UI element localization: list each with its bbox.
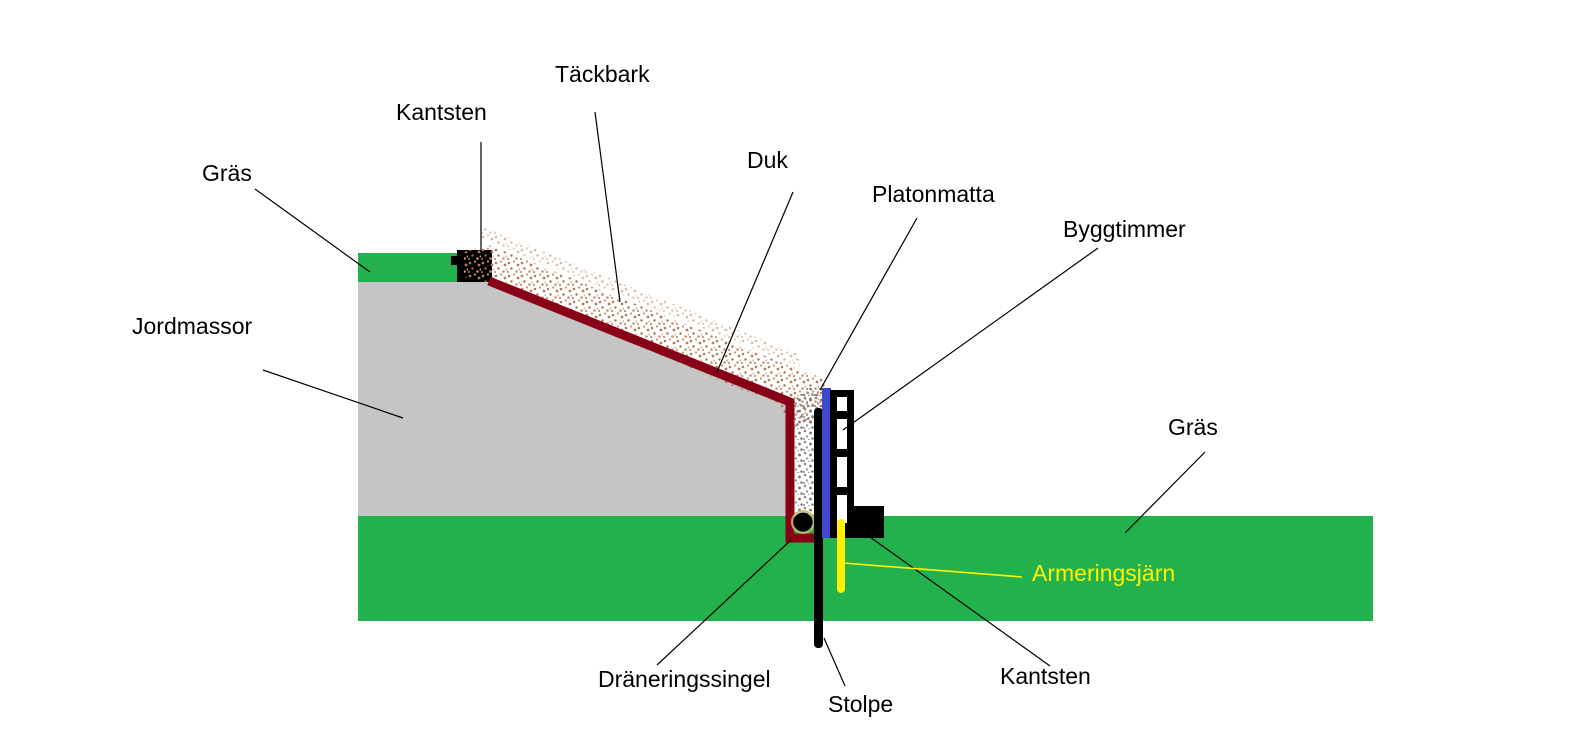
grass-strip-top-left: [358, 253, 458, 282]
label-kantsten-top: Kantsten: [396, 99, 487, 125]
drain-pipe: [793, 512, 813, 532]
label-jordmassor: Jordmassor: [132, 313, 253, 339]
label-byggtimmer: Byggtimmer: [1063, 216, 1186, 242]
fabric-duk-line: [487, 276, 817, 543]
platon-mat-strip: [822, 388, 831, 538]
curb-stone-top-notch: [451, 256, 459, 265]
label-stolpe: Stolpe: [828, 691, 894, 717]
leader-draneringssingel: [656, 539, 792, 666]
label-gras-left: Gräs: [202, 160, 252, 186]
post-stolpe: [814, 408, 823, 648]
soil-mass: [358, 282, 791, 516]
leader-gras-left: [254, 188, 371, 273]
label-armeringsjarn: Armeringsjärn: [1032, 560, 1176, 586]
rebar-line: [837, 519, 845, 593]
leader-armeringsjarn: [842, 562, 1023, 578]
label-draneringssingel: Dräneringssingel: [598, 666, 771, 692]
label-tackbark: Täckbark: [555, 61, 650, 87]
leader-jordmassor: [262, 369, 404, 419]
leader-gras-right: [1124, 451, 1206, 534]
label-duk: Duk: [747, 147, 788, 173]
label-platonmatta: Platonmatta: [872, 181, 995, 207]
leader-stolpe: [823, 637, 846, 687]
label-kantsten-right: Kantsten: [1000, 663, 1091, 689]
leader-kantsten-right: [869, 536, 1051, 667]
leader-platonmatta: [819, 217, 918, 391]
leader-byggtimmer: [842, 247, 1099, 431]
leader-lines: [254, 111, 1206, 687]
leader-duk: [716, 191, 794, 373]
label-gras-right: Gräs: [1168, 414, 1218, 440]
leader-tackbark: [594, 111, 621, 303]
curb-stone-right: [848, 506, 884, 538]
